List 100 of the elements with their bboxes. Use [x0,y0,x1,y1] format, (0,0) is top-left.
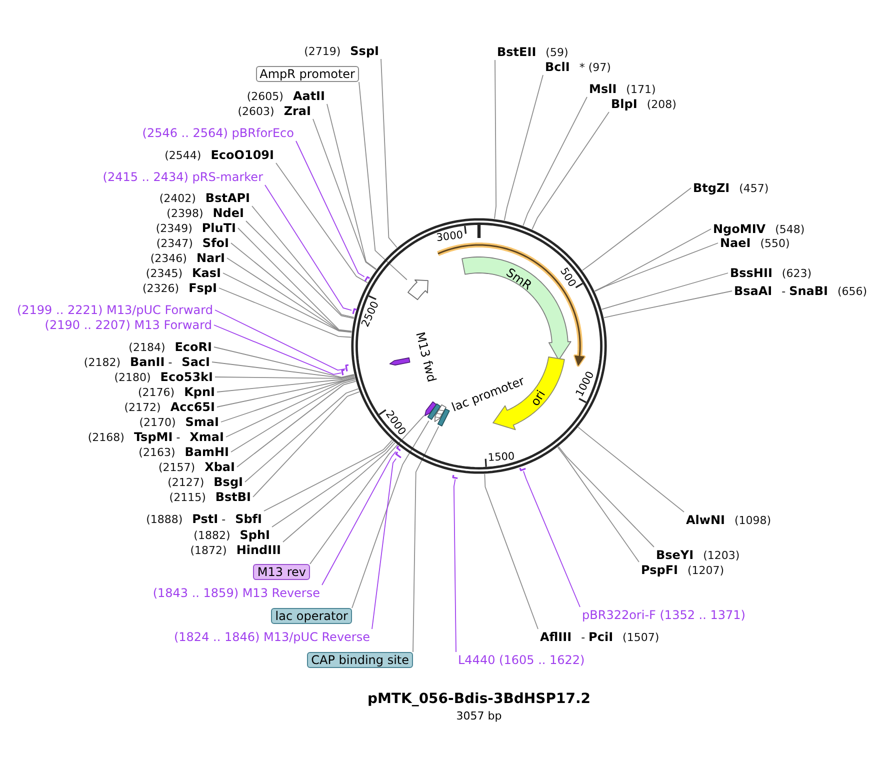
primer-site-mark [345,364,350,373]
leader-line [282,442,396,542]
leader-line [322,451,396,586]
feature-name: ori [528,388,548,408]
restriction-site-label: (2180) Eco53kI [112,369,215,385]
leader-line [594,228,712,292]
primer-site-mark [364,276,371,282]
leader-line [252,206,354,318]
primer-label: (2199 .. 2221) M13/pUC Forward [14,302,215,318]
leader-line [214,375,355,379]
restriction-site-label: BstEII (59) [495,44,570,60]
feature-tag: CAP binding site [307,652,413,668]
primer-site-mark [395,451,402,459]
restriction-site-label: (2349) PluTI [154,220,238,236]
feature-tag: AmpR promoter [256,66,359,82]
plasmid-backbone-ring [351,218,607,474]
restriction-site-label: (1888) PstI - SbfI [144,511,264,527]
restriction-site-label: (2115) BstBI [167,489,253,505]
restriction-site-label: (2168) TspMI - XmaI [86,429,226,445]
leader-line [214,346,354,378]
scale-number: 3000 [436,228,464,246]
leader-line [236,380,356,468]
restriction-site-label: (2544) EcoO109I [162,147,276,163]
restriction-site-label: (2605) AatII [244,88,327,104]
primer-label: (1843 .. 1859) M13 Reverse [150,585,322,601]
leader-line [454,478,456,652]
primer-feature [388,356,411,366]
restriction-site-label: (2719) SspI [302,43,381,59]
restriction-site-label: BlpI (208) [609,96,678,112]
restriction-site-label: PspFI (1207) [639,562,726,578]
restriction-site-label: NaeI (550) [718,235,792,251]
primer-site-mark [341,368,346,376]
leader-line [264,440,392,512]
leader-line [212,362,355,378]
restriction-site-label: (1872) HindIII [188,542,283,558]
leader-line [276,162,368,284]
leader-line [557,446,640,562]
leader-line [312,118,376,270]
restriction-site-label: (1882) SphI [192,527,272,543]
leader-line [523,470,580,608]
restriction-site-label: (2603) ZraI [236,103,313,119]
restriction-site-label: AflIII - PciI (1507) [538,629,662,645]
plasmid-name-title: pMTK_056-Bdis-3BdHSP17.2 [367,690,591,708]
restriction-site-label: (2172) Acc65I [122,399,217,415]
operator-feature [426,403,442,421]
leader-line [372,458,397,630]
restriction-site-label: (2402) BstAPI [157,190,252,206]
primer-label: L4440 (1605 .. 1622) [456,652,587,668]
plasmid-size-label: 3057 bp [456,710,502,722]
promoter-feature [406,279,429,301]
leader-line [494,60,497,220]
leader-line [222,272,352,333]
leader-line [272,440,394,528]
leader-line [226,378,356,438]
leader-line [582,188,692,271]
primer-site-mark [452,474,459,480]
restriction-site-label: BseYI (1203) [654,547,742,563]
leader-line [214,324,342,375]
primer-feature [424,400,438,416]
primer-label: pBR322ori-F (1352 .. 1371) [580,607,748,623]
restriction-site-label: (2157) XbaI [156,459,237,475]
leader-line [352,420,430,608]
primer-site-mark [396,444,402,452]
leader-line [558,446,654,548]
scale-number: 2500 [358,300,382,330]
leader-line [220,378,356,422]
leader-line [532,112,610,230]
restriction-site-label: BsaAI - SnaBI (656) [732,283,870,299]
restriction-site-label: (2176) KpnI [136,384,217,400]
restriction-site-label: BtgZI (457) [691,180,771,196]
leader-line [601,272,728,310]
leader-line [484,474,538,630]
leader-line [252,391,360,498]
primer-label: (1824 .. 1846) M13/pUC Reverse [172,629,372,645]
leader-line [230,379,356,452]
restriction-site-label: (2184) EcoRI [126,339,214,355]
restriction-site-label: BclI* (97) [543,59,613,75]
primer-site-mark [518,466,526,472]
restriction-site-label: NgoMIV (548) [711,221,807,237]
leader-line [264,184,352,311]
binding-site-feature [436,408,450,426]
leader-line [578,426,684,512]
leader-line [594,242,718,292]
primer-site-mark [352,308,358,315]
feature-tag: lac operator [271,608,352,624]
leader-line [326,104,377,270]
leader-line [358,82,408,280]
restriction-site-label: (2163) BamHI [136,444,231,460]
leader-line [238,228,352,332]
restriction-site-label: (2326) FspI [140,280,219,296]
leader-line [218,288,352,338]
restriction-site-label: (2345) KasI [144,265,223,281]
restriction-site-label: (2398) NdeI [164,205,246,221]
leader-line [216,377,356,408]
primer-label: (2415 .. 2434) pRS-marker [100,169,265,185]
scale-number: 1000 [573,368,598,399]
leader-line [216,376,355,392]
primer-label: (2546 .. 2564) pBRforEco [140,125,296,141]
leader-line [226,258,352,332]
restriction-site-label: (2346) NarI [148,250,227,266]
